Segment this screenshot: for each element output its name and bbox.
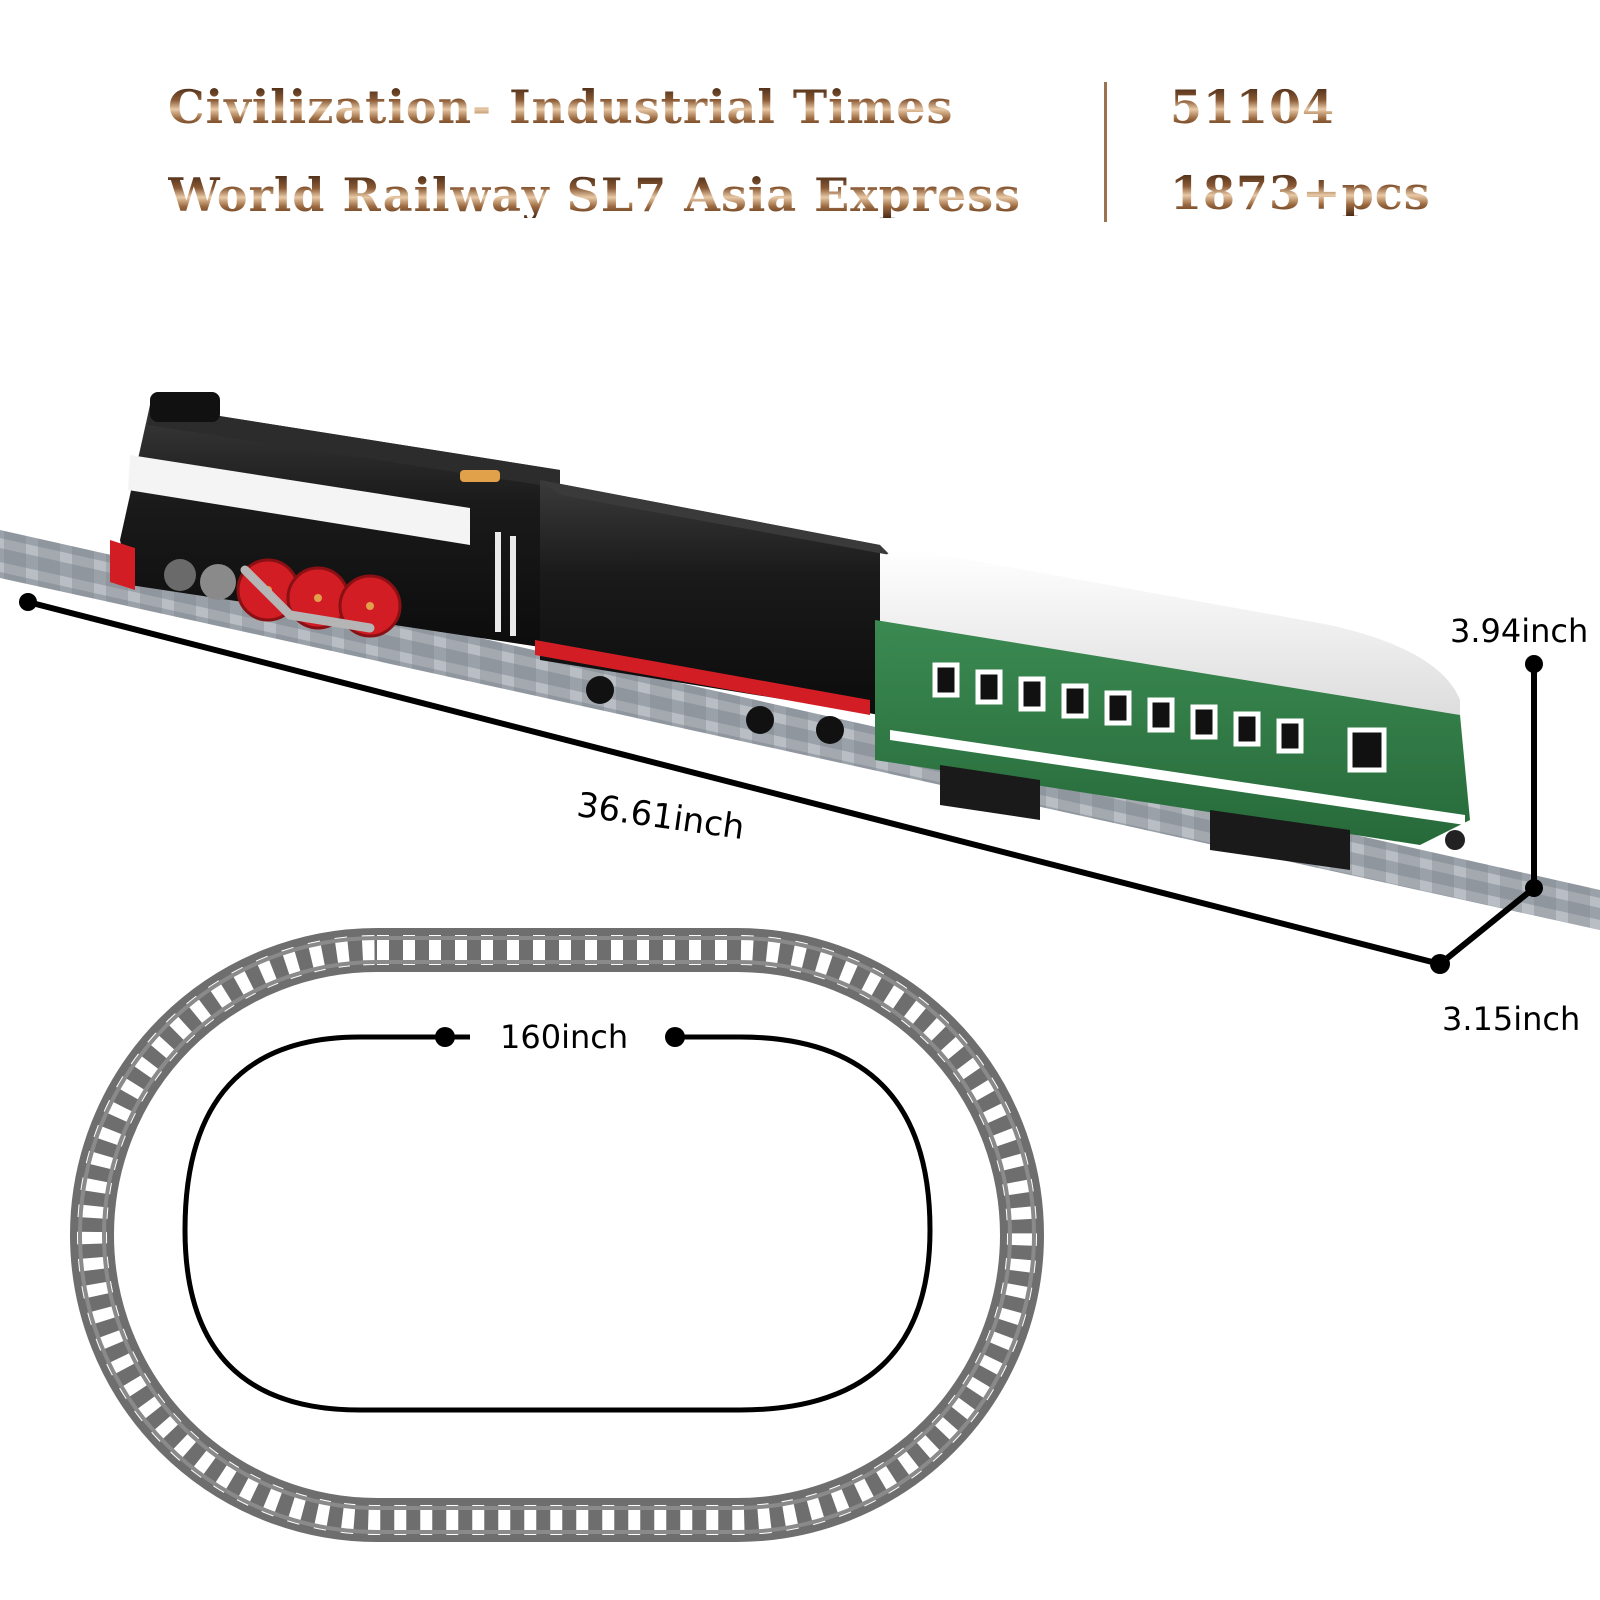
tender [535,480,890,744]
steam-locomotive [110,392,560,650]
piece-count: 1873+pcs [1170,166,1431,220]
title-line-2: World Railway SL7 Asia Express [168,168,1022,222]
loop-dimension [182,1027,933,1413]
passenger-carriage [875,549,1470,870]
length-dimension [19,593,1450,974]
red-trim [535,640,870,715]
bogie [940,765,1040,820]
straight-track [0,530,1600,930]
height-width-dimension [1438,655,1543,967]
dimension-dot [19,593,37,611]
smokestack [150,392,220,422]
white-stripe [128,455,470,545]
oval-track-loop [70,928,1044,1542]
driving-wheels [164,558,402,638]
track-loop-label: 160inch [500,1018,629,1056]
bogie [1210,810,1350,870]
white-stripe [890,730,1465,825]
model-number: 51104 [1170,80,1336,134]
height-label: 3.94inch [1450,612,1589,650]
carriage-roof [880,549,1460,720]
carriage-windows [932,662,1387,773]
title-line-1: Civilization- Industrial Times [168,80,954,134]
title-divider [1104,82,1107,222]
width-label: 3.15inch [1442,1000,1581,1038]
brass-whistle [460,470,500,482]
